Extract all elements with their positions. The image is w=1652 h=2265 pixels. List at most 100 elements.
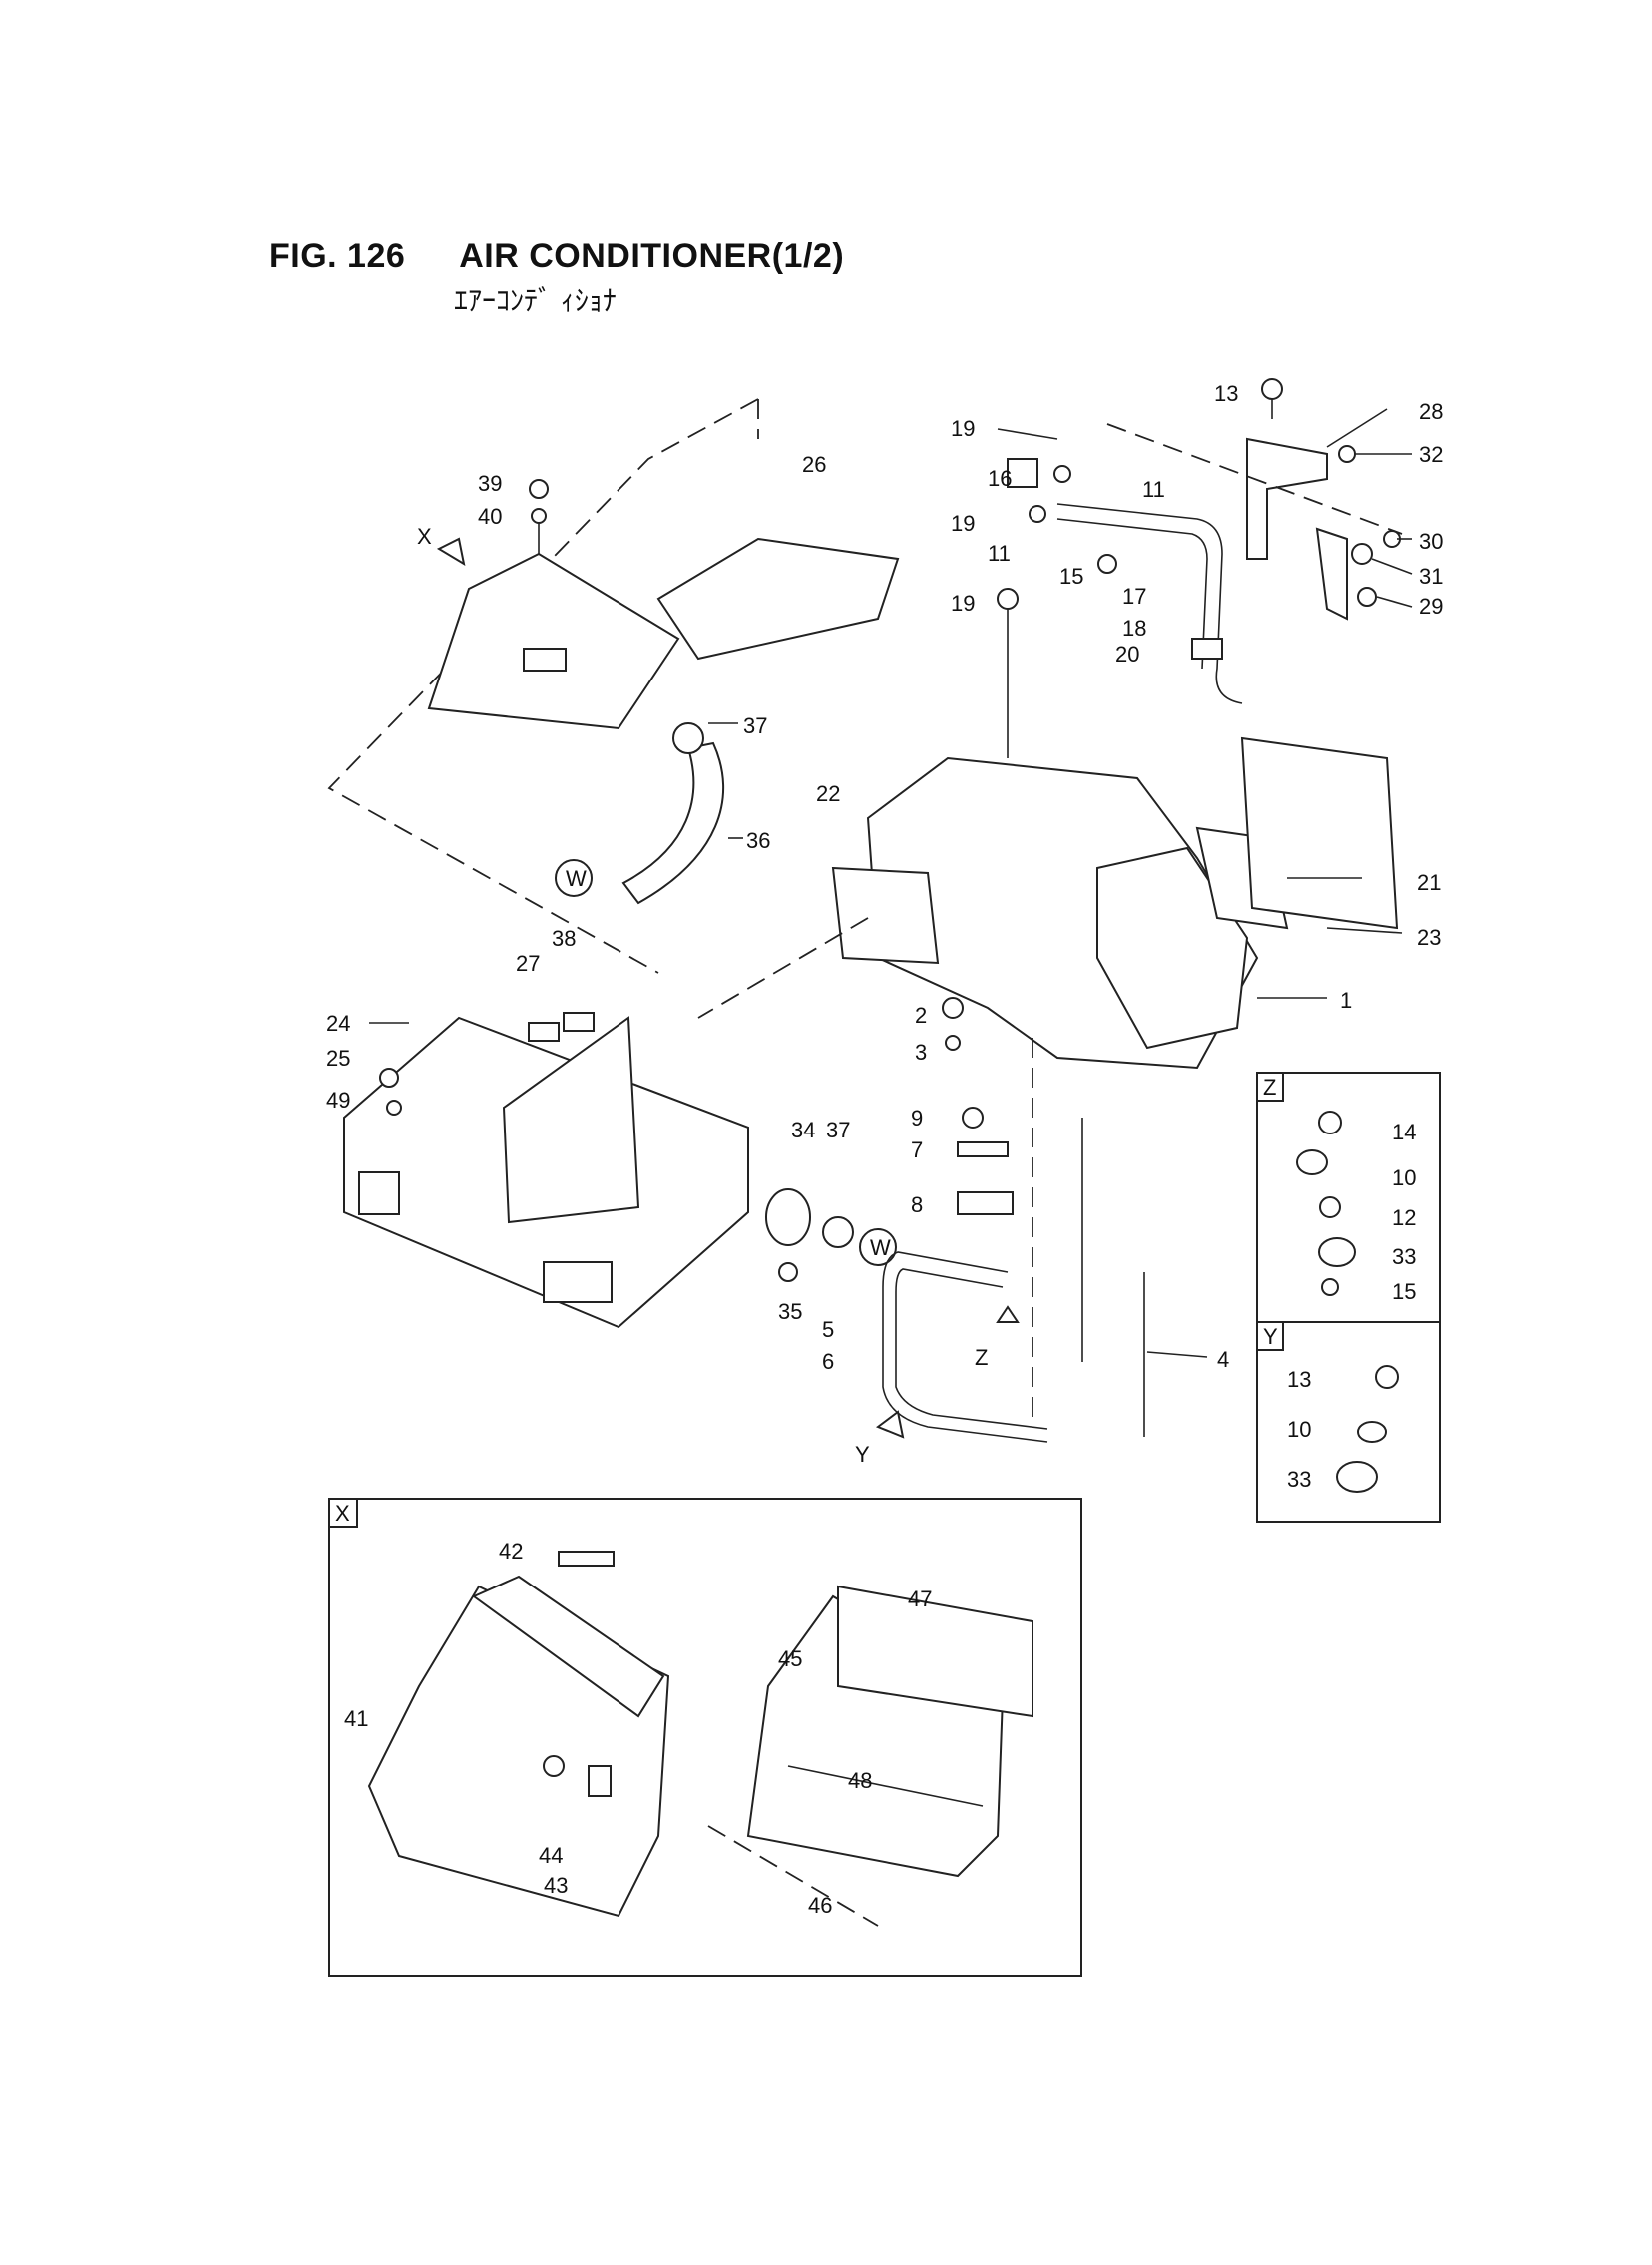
label-part: 19 — [951, 416, 975, 441]
washer-49 — [386, 1100, 402, 1116]
label-part: 23 — [1417, 925, 1441, 950]
x-latch-43 — [588, 1765, 612, 1797]
arrow-x — [436, 537, 466, 567]
label-part: 14 — [1392, 1120, 1416, 1144]
bracket-7 — [957, 1141, 1009, 1157]
arrow-y — [875, 1410, 905, 1439]
label-part: 4 — [1217, 1347, 1229, 1372]
bolt-13-top — [1261, 378, 1283, 400]
hose-16 — [1007, 458, 1038, 488]
z-clip-10 — [1296, 1149, 1328, 1175]
pipe-5-6 — [436, 537, 1048, 1443]
label-part: 25 — [326, 1046, 350, 1071]
label-part: 24 — [326, 1011, 350, 1036]
z-clip-33 — [1318, 1237, 1356, 1267]
label-part: 28 — [1419, 399, 1443, 424]
top-cover-assembly — [327, 398, 900, 974]
label-part: 36 — [746, 828, 770, 853]
label-part: 43 — [544, 1873, 568, 1898]
label-part: 30 — [1419, 529, 1443, 554]
z-bolt-14 — [1318, 1111, 1342, 1134]
view-w-bottom — [859, 1228, 897, 1266]
label-part: 32 — [1419, 442, 1443, 467]
label-part: 17 — [1122, 584, 1146, 609]
inset-x-frame — [328, 1498, 1082, 1977]
label-part: 38 — [552, 926, 576, 951]
label-part: 15 — [1059, 564, 1083, 589]
label-part: 31 — [1419, 564, 1443, 589]
bolt-27 — [528, 1022, 560, 1042]
clamp-19a — [1053, 465, 1071, 483]
duct-opening-left — [358, 1171, 400, 1215]
label-part: 7 — [911, 1137, 923, 1162]
clamp-8 — [957, 1191, 1014, 1215]
label-part: 16 — [988, 466, 1012, 491]
x-cover-47 — [837, 1585, 1033, 1718]
bolt-31 — [1351, 543, 1373, 565]
inset-y — [1256, 1321, 1441, 1523]
figure-subtitle: ｴｱｰｺﾝﾃﾞ ｨｼｮﾅ — [454, 284, 617, 317]
nut-32 — [1338, 445, 1356, 463]
label-part: 21 — [1417, 870, 1441, 895]
z-nut-15 — [1321, 1278, 1339, 1296]
label-part: 34 — [791, 1118, 815, 1142]
panel-handle — [523, 648, 567, 672]
leader-lines — [369, 399, 1413, 1358]
label-part: 1 — [1340, 988, 1352, 1013]
label-view: W — [870, 1235, 891, 1260]
label-part: 11 — [1142, 477, 1165, 502]
dash-line-bracket — [1106, 423, 1403, 535]
label-part: 33 — [1287, 1467, 1311, 1492]
label-part: 20 — [1115, 642, 1139, 667]
inset-x-label: X — [335, 1501, 350, 1526]
bolt-39 — [529, 479, 549, 499]
label-part: 37 — [743, 713, 767, 738]
label-part: 40 — [478, 504, 502, 529]
x-panel-41 — [367, 1585, 670, 1918]
label-part: 29 — [1419, 594, 1443, 619]
view-w-top — [555, 859, 593, 897]
hose-36 — [621, 741, 725, 905]
x-seal-48 — [787, 1765, 984, 1807]
label-part: 13 — [1214, 381, 1238, 406]
label-view: X — [417, 524, 432, 549]
label-part: 11 — [988, 541, 1011, 566]
label-part: 22 — [816, 781, 840, 806]
figure-title: FIG. 126 AIR CONDITIONER(1/2) — [269, 237, 844, 276]
clamp-19b — [1029, 505, 1046, 523]
pipe-assembly — [997, 458, 1243, 758]
inset-y-tag — [1256, 1321, 1284, 1351]
figure-name: AIR CONDITIONER(1/2) — [459, 237, 845, 275]
x-dash-46 — [707, 1825, 879, 1927]
inset-y-label: Y — [1263, 1324, 1278, 1349]
part-labels: 1 2 3 4 5 6 7 8 9 11 11 13 15 16 17 18 1… — [326, 381, 1443, 1918]
label-part: 33 — [1392, 1244, 1416, 1269]
inset-z-tag — [1256, 1072, 1284, 1102]
main-unit-blower — [1096, 846, 1249, 1050]
label-part: 9 — [911, 1106, 923, 1131]
arrow-z — [996, 1305, 1020, 1323]
duct-opening-right — [543, 1261, 613, 1303]
x-screw-44 — [543, 1755, 565, 1777]
label-part: 6 — [822, 1349, 834, 1374]
bracket-28 — [1106, 378, 1403, 621]
label-view: Y — [855, 1442, 870, 1467]
filter-21 — [1240, 736, 1399, 930]
label-part: 44 — [539, 1843, 563, 1868]
dash-line-unit — [697, 917, 869, 1019]
clamp-20 — [1191, 638, 1223, 660]
z-washer-12 — [1319, 1196, 1341, 1218]
bolt-2 — [942, 997, 964, 1019]
label-part: 13 — [1287, 1367, 1311, 1392]
label-part: 45 — [778, 1646, 802, 1671]
label-part: 10 — [1287, 1417, 1311, 1442]
dash-line-cover — [327, 398, 759, 974]
label-part: 26 — [802, 452, 826, 477]
label-part: 8 — [911, 1192, 923, 1217]
pipe-6 — [895, 1268, 1048, 1430]
label-part: 15 — [1392, 1279, 1416, 1304]
clamp-37-top — [672, 722, 704, 754]
bolt-38 — [563, 1012, 595, 1032]
x-handle-42 — [558, 1551, 615, 1567]
bolt-25 — [379, 1068, 399, 1088]
